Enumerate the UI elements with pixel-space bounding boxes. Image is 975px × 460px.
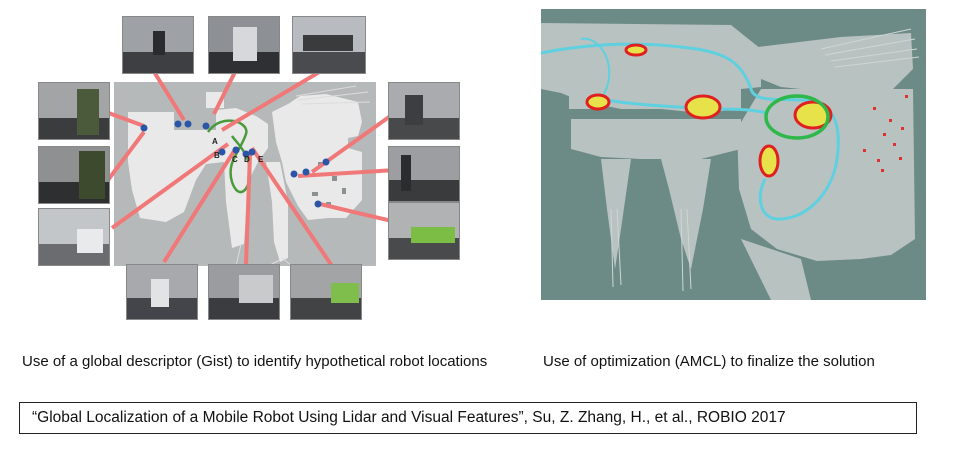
marker-label-c: C	[232, 155, 238, 164]
left-caption: Use of a global descriptor (Gist) to ide…	[22, 353, 488, 370]
photo-hall-1	[126, 264, 198, 320]
final-solution-ring	[764, 94, 830, 140]
photo-lab-2	[388, 202, 460, 260]
photo-lab-3	[290, 264, 362, 320]
hypothesis-markers	[140, 120, 330, 208]
amcl-figure	[541, 9, 926, 300]
citation-box: “Global Localization of a Mobile Robot U…	[19, 402, 917, 434]
marker-label-b: B	[214, 151, 220, 160]
photo-corridor-2	[208, 16, 280, 74]
photo-corridor-1	[122, 16, 194, 74]
hypothesis-clusters	[585, 43, 833, 178]
right-caption: Use of optimization (AMCL) to finalize t…	[543, 353, 875, 370]
marker-label-e: E	[258, 155, 264, 164]
photo-room-2	[38, 208, 110, 266]
right-figure	[541, 9, 926, 300]
marker-label-d: D	[244, 155, 250, 164]
marker-label-a: A	[212, 137, 218, 146]
photo-office-1	[38, 82, 110, 140]
robot-trajectory	[206, 119, 252, 194]
amcl-laser-hits	[863, 95, 908, 172]
occupancy-map-free-space	[128, 92, 362, 262]
photo-lab-1	[388, 146, 460, 202]
amcl-lidar-streaks	[610, 28, 920, 292]
gist-localization-figure: A B C D E	[105, 28, 398, 268]
photo-kitchen-1	[208, 264, 280, 320]
photo-room-1	[292, 16, 366, 74]
photo-corridor-3	[388, 82, 460, 140]
photo-office-2	[38, 146, 110, 204]
citation-text: “Global Localization of a Mobile Robot U…	[32, 409, 786, 426]
left-figure: A B C D E	[36, 12, 476, 324]
